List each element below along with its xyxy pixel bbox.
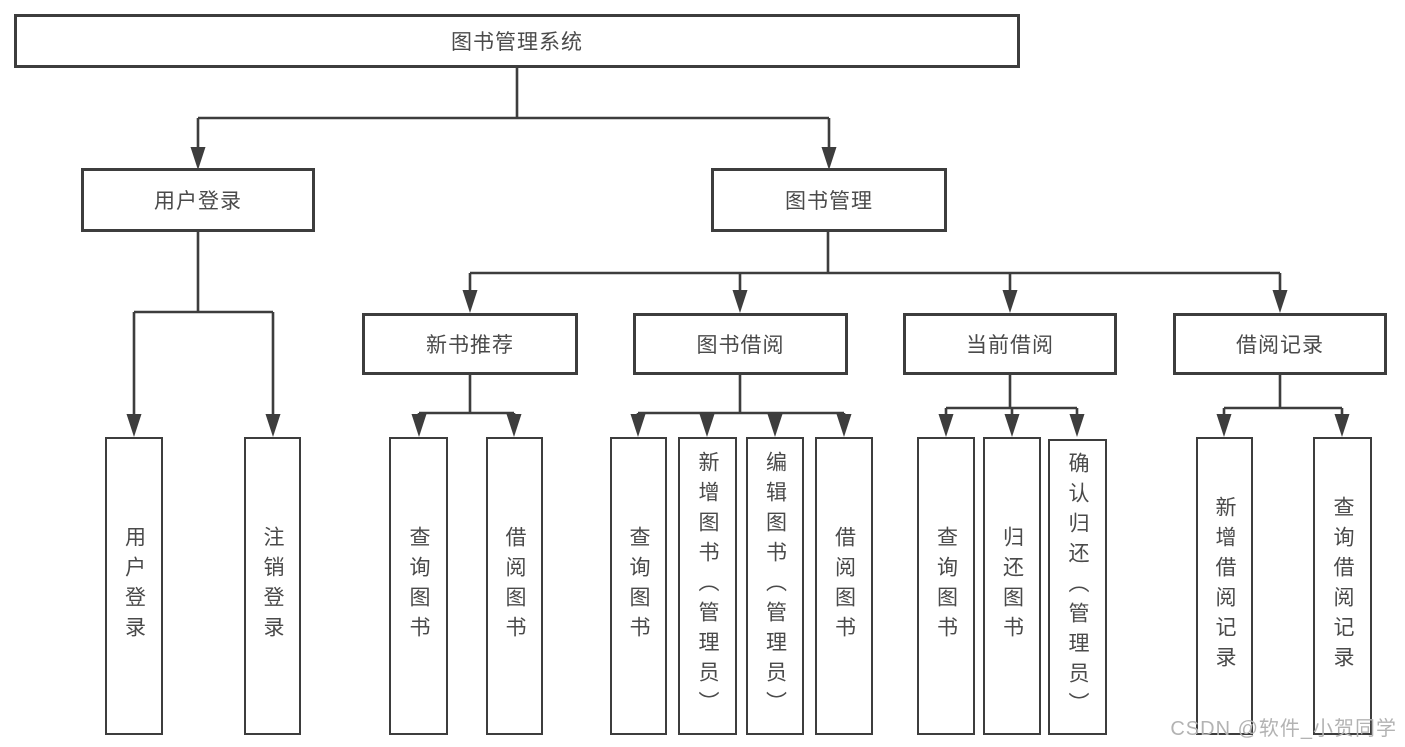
leaf-user-login: 用户登录 [105,437,163,735]
node-user-login: 用户登录 [81,168,315,232]
leaf-query-books-current-label: 查询图书 [934,526,958,646]
node-root-library-management-system: 图书管理系统 [14,14,1020,68]
leaf-add-borrow-record-label: 新增借阅记录 [1213,496,1236,676]
leaf-edit-books-admin-label: 编辑图书（管理员） [763,451,787,721]
node-book-borrowing-label: 图书借阅 [696,334,785,357]
node-borrowing-records-label: 借阅记录 [1236,334,1324,357]
leaf-query-books-current: 查询图书 [917,437,975,735]
leaf-query-books-borrowing-label: 查询图书 [627,526,650,646]
leaf-query-books-recommend: 查询图书 [389,437,448,735]
leaf-borrow-books-recommend-label: 借阅图书 [503,526,526,646]
leaf-borrow-books-recommend: 借阅图书 [486,437,543,735]
node-book-management-label: 图书管理 [785,190,873,213]
node-current-borrowing-label: 当前借阅 [966,334,1054,357]
node-current-borrowing: 当前借阅 [903,313,1117,375]
node-root-label: 图书管理系统 [451,31,583,54]
leaf-borrow-books: 借阅图书 [815,437,873,735]
leaf-add-borrow-record: 新增借阅记录 [1196,437,1253,735]
csdn-watermark: CSDN @软件_小贺同学 [1170,718,1397,740]
leaf-query-books-borrowing: 查询图书 [610,437,667,735]
leaf-borrow-books-label: 借阅图书 [832,526,856,646]
leaf-add-books-admin: 新增图书（管理员） [678,437,737,735]
leaf-query-borrow-record-label: 查询借阅记录 [1331,496,1354,676]
leaf-logout: 注销登录 [244,437,301,735]
leaf-user-login-label: 用户登录 [122,526,146,646]
leaf-logout-label: 注销登录 [261,526,284,646]
leaf-edit-books-admin: 编辑图书（管理员） [746,437,804,735]
node-book-management: 图书管理 [711,168,947,232]
leaf-return-books-label: 归还图书 [1000,526,1024,646]
node-user-login-label: 用户登录 [154,190,242,213]
leaf-query-books-recommend-label: 查询图书 [407,526,430,646]
leaf-confirm-return-admin: 确认归还（管理员） [1048,439,1107,735]
leaf-add-books-admin-label: 新增图书（管理员） [696,451,719,721]
node-new-book-recommend: 新书推荐 [362,313,578,375]
leaf-return-books: 归还图书 [983,437,1041,735]
node-book-borrowing: 图书借阅 [633,313,848,375]
node-new-book-recommend-label: 新书推荐 [426,334,514,357]
leaf-confirm-return-admin-label: 确认归还（管理员） [1066,452,1089,722]
leaf-query-borrow-record: 查询借阅记录 [1313,437,1372,735]
node-borrowing-records: 借阅记录 [1173,313,1387,375]
